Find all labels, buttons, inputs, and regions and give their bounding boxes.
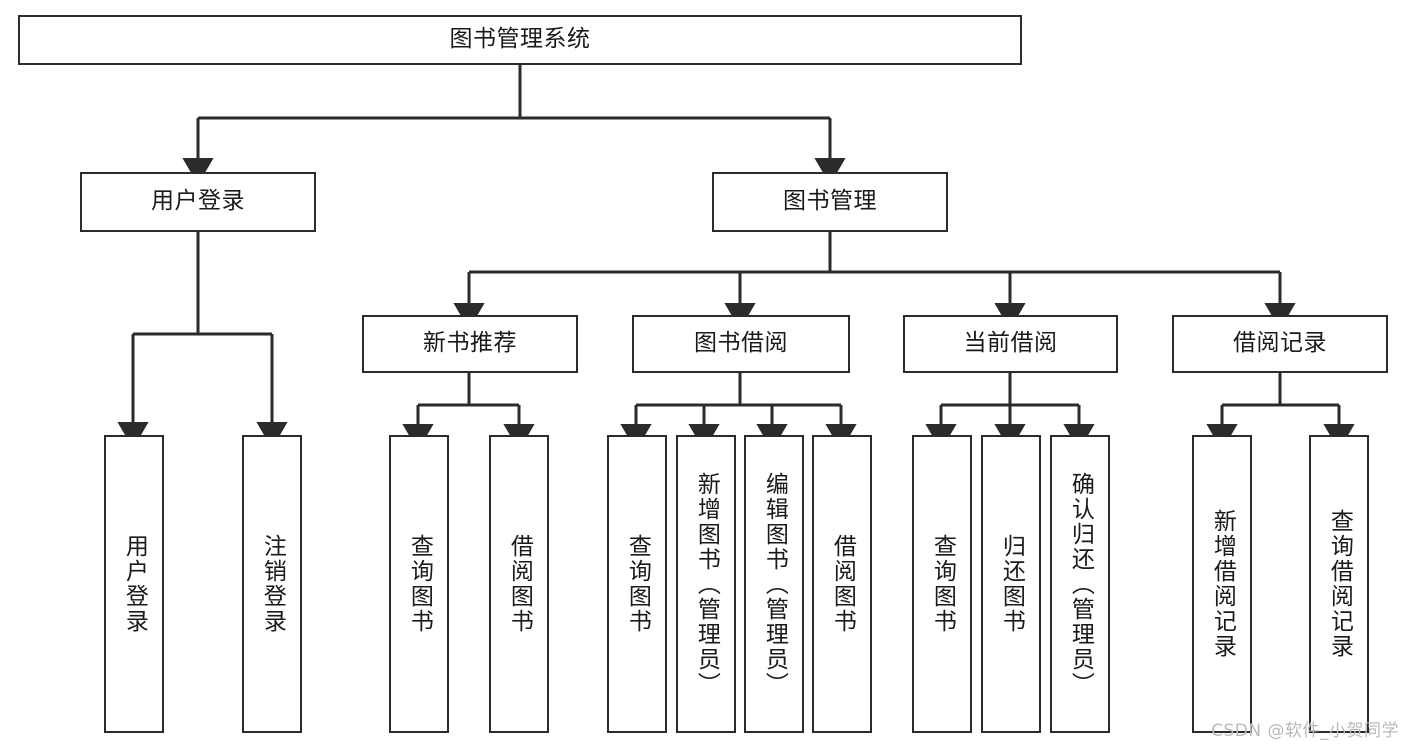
leaf-query-record[interactable]: 查询借阅记录 — [1309, 435, 1369, 733]
leaf-label: 新增图书（管理员） — [693, 471, 720, 697]
leaf-label: 编辑图书（管理员） — [761, 471, 788, 697]
leaf-label: 查询图书 — [624, 534, 651, 634]
leaf-label: 查询借阅记录 — [1326, 509, 1353, 659]
node-borrow-record[interactable]: 借阅记录 — [1172, 315, 1388, 373]
leaf-edit-book[interactable]: 编辑图书（管理员） — [744, 435, 804, 733]
leaf-query-book-2[interactable]: 查询图书 — [607, 435, 667, 733]
leaf-confirm-return[interactable]: 确认归还（管理员） — [1050, 435, 1110, 733]
leaf-label: 查询图书 — [406, 534, 433, 634]
leaf-label: 借阅图书 — [506, 534, 533, 634]
leaf-add-record[interactable]: 新增借阅记录 — [1192, 435, 1252, 733]
leaf-logout-login[interactable]: 注销登录 — [242, 435, 302, 733]
leaf-add-book[interactable]: 新增图书（管理员） — [676, 435, 736, 733]
node-user-login[interactable]: 用户登录 — [80, 172, 316, 232]
leaf-user-login[interactable]: 用户登录 — [104, 435, 164, 733]
leaf-borrow-book-1[interactable]: 借阅图书 — [489, 435, 549, 733]
leaf-label: 用户登录 — [121, 534, 148, 634]
node-new-book-recommend[interactable]: 新书推荐 — [362, 315, 578, 373]
node-current-borrow[interactable]: 当前借阅 — [903, 315, 1118, 373]
node-root-system[interactable]: 图书管理系统 — [18, 15, 1022, 65]
leaf-label: 归还图书 — [998, 534, 1025, 634]
leaf-label: 借阅图书 — [829, 534, 856, 634]
leaf-label: 注销登录 — [259, 534, 286, 634]
node-book-manage[interactable]: 图书管理 — [712, 172, 948, 232]
leaf-label: 确认归还（管理员） — [1067, 471, 1094, 697]
leaf-label: 新增借阅记录 — [1209, 509, 1236, 659]
leaf-borrow-book-2[interactable]: 借阅图书 — [812, 435, 872, 733]
leaf-query-book-1[interactable]: 查询图书 — [389, 435, 449, 733]
leaf-return-book[interactable]: 归还图书 — [981, 435, 1041, 733]
node-book-borrow[interactable]: 图书借阅 — [632, 315, 850, 373]
leaf-query-book-3[interactable]: 查询图书 — [912, 435, 972, 733]
csdn-watermark: CSDN @软件_小贺同学 — [1211, 721, 1399, 741]
leaf-label: 查询图书 — [929, 534, 956, 634]
